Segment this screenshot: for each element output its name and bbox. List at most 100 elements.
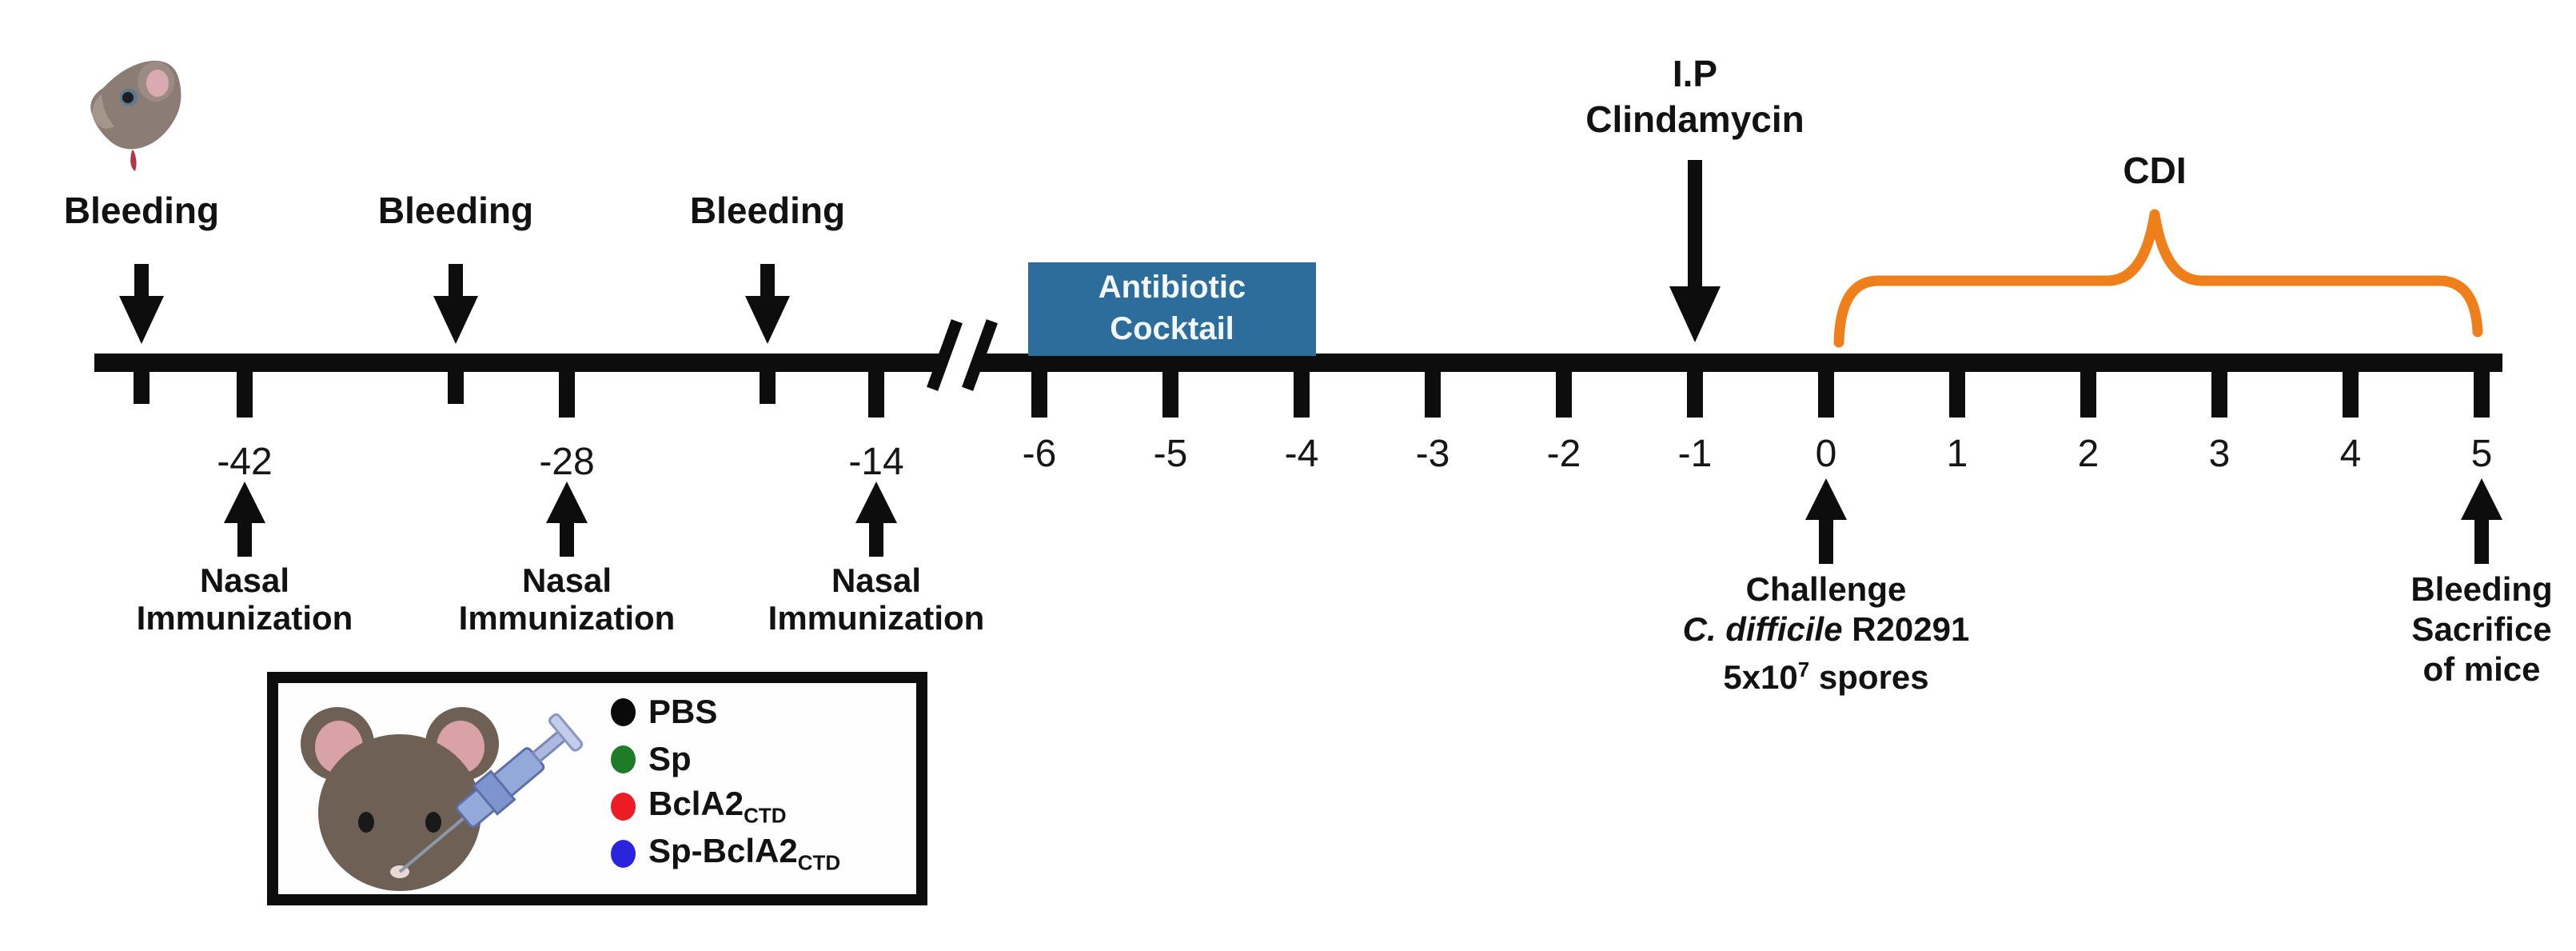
immunization-arrow-stem [869,521,883,557]
bleeding-arrow-head [745,296,790,344]
day-tick [2080,356,2096,418]
legend-entry-label: Sp [648,740,692,777]
immunization-tick [559,356,575,418]
legend-entry: Sp-BclA2CTD [611,831,840,876]
tick-number: -14 [848,441,904,483]
day-tick [1949,356,1965,418]
mouse-eye-left [358,812,374,833]
immunization-arrow-head [855,481,897,523]
immunization-tick [868,356,884,418]
legend-entry: BclA2CTD [611,784,787,829]
day-number: -6 [1022,433,1057,475]
nasal-label-line1: Nasal [199,561,290,599]
ip-arrow-head [1669,286,1721,342]
immunization-arrow-stem [237,521,252,557]
day-number: 2 [2077,433,2099,475]
challenge-label: Challenge C. difficile R20291 5x107 spor… [1683,569,1970,697]
syringe-collar [472,769,516,816]
bleeding-arrow-head [433,296,478,344]
mouse-eye [122,92,134,103]
day-tick [1031,356,1047,418]
day-number: 5 [2470,433,2493,475]
challenge-strain-id: R20291 [1842,610,1970,648]
sacrifice-arrow-head [2461,478,2502,520]
day-tick [2343,356,2359,418]
day-tick [2211,356,2227,418]
day-tick [1294,356,1310,418]
bleeding-arrow-stem [449,264,463,299]
tick-number: -42 [217,441,273,483]
immunization-arrow-head [546,481,588,523]
day-tick [1425,356,1441,418]
cdi-brace-path [1833,209,2483,348]
day-number: 4 [2339,433,2362,475]
ip-arrow-stem [1688,160,1702,290]
legend-dot-sp-bcla2 [611,839,636,868]
ip-label-line2: Clindamycin [1585,98,1804,140]
challenge-strain-italic: C. difficile [1682,610,1843,648]
day-number: 1 [1946,433,1968,475]
ip-label-line1: I.P [1672,53,1718,94]
mouse-head-bleeding-icon [90,60,181,171]
nasal-label-line2: Immunization [768,599,985,637]
immunization-arrow-stem [560,521,574,557]
sacrifice-line3: of mice [2422,650,2541,688]
mouse-face [318,734,481,891]
bleeding-arrow-stem [134,264,149,299]
legend-entry: Sp [611,737,692,781]
cdi-label: CDI [2123,150,2187,191]
sacrifice-line1: Bleeding [2411,570,2553,608]
legend-entry-label: BclA2CTD [648,784,787,828]
immunization-arrow-head [224,481,265,523]
bleeding-arrow-stem [760,264,775,299]
syringe [398,713,584,873]
sacrifice-label: Bleeding Sacrifice of mice [2411,569,2552,689]
day-number: 3 [2208,433,2231,475]
challenge-line3: 5x107 spores [1723,657,1929,696]
bleeding-tick [134,356,150,404]
legend-entry-label: PBS [648,693,718,730]
antibiotic-cocktail-box: Antibiotic Cocktail [1028,262,1316,356]
sacrifice-line2: Sacrifice [2411,610,2552,648]
challenge-arrow-stem [1819,518,1833,564]
antibiotic-box-line2: Cocktail [1110,311,1234,346]
mouse-eye-right [425,812,441,833]
day-tick [1556,356,1572,418]
challenge-line2: C. difficile R20291 [1683,609,1970,649]
nasal-label-line2: Immunization [136,599,353,637]
day-tick [1818,356,1834,418]
legend-dot-pbs [611,697,636,726]
legend-dot-bcla2 [611,792,636,821]
legend-entry: PBS [611,689,717,734]
ip-clindamycin-label: I.P Clindamycin [1585,51,1804,142]
day-tick [1162,356,1178,418]
syringe-needle [398,815,468,873]
legend-entry-label: Sp-BclA2CTD [648,831,841,875]
sacrifice-arrow-stem [2474,518,2489,564]
legend-dot-sp [611,745,636,773]
mouse-with-syringe-icon [301,707,584,891]
bleeding-label: Bleeding [689,190,846,231]
day-number: -1 [1677,433,1713,475]
challenge-arrow-head [1805,478,1847,520]
legend-entry-subscript: CTD [744,803,787,828]
immunization-tick [237,356,253,418]
legend-entry-subscript: CTD [797,850,841,875]
antibiotic-box-line1: Antibiotic [1098,270,1246,305]
challenge-line1: Challenge [1745,570,1907,608]
day-tick [1687,356,1703,418]
nasal-label-line1: Nasal [831,561,922,599]
nasal-label-line2: Immunization [458,599,676,637]
nasal-label-line1: Nasal [521,561,612,599]
bleeding-label: Bleeding [63,190,220,231]
bleeding-label: Bleeding [377,190,534,231]
day-number: -4 [1284,433,1319,475]
day-number: 0 [1815,433,1837,475]
bleeding-tick [448,356,464,404]
day-tick [2474,356,2490,418]
